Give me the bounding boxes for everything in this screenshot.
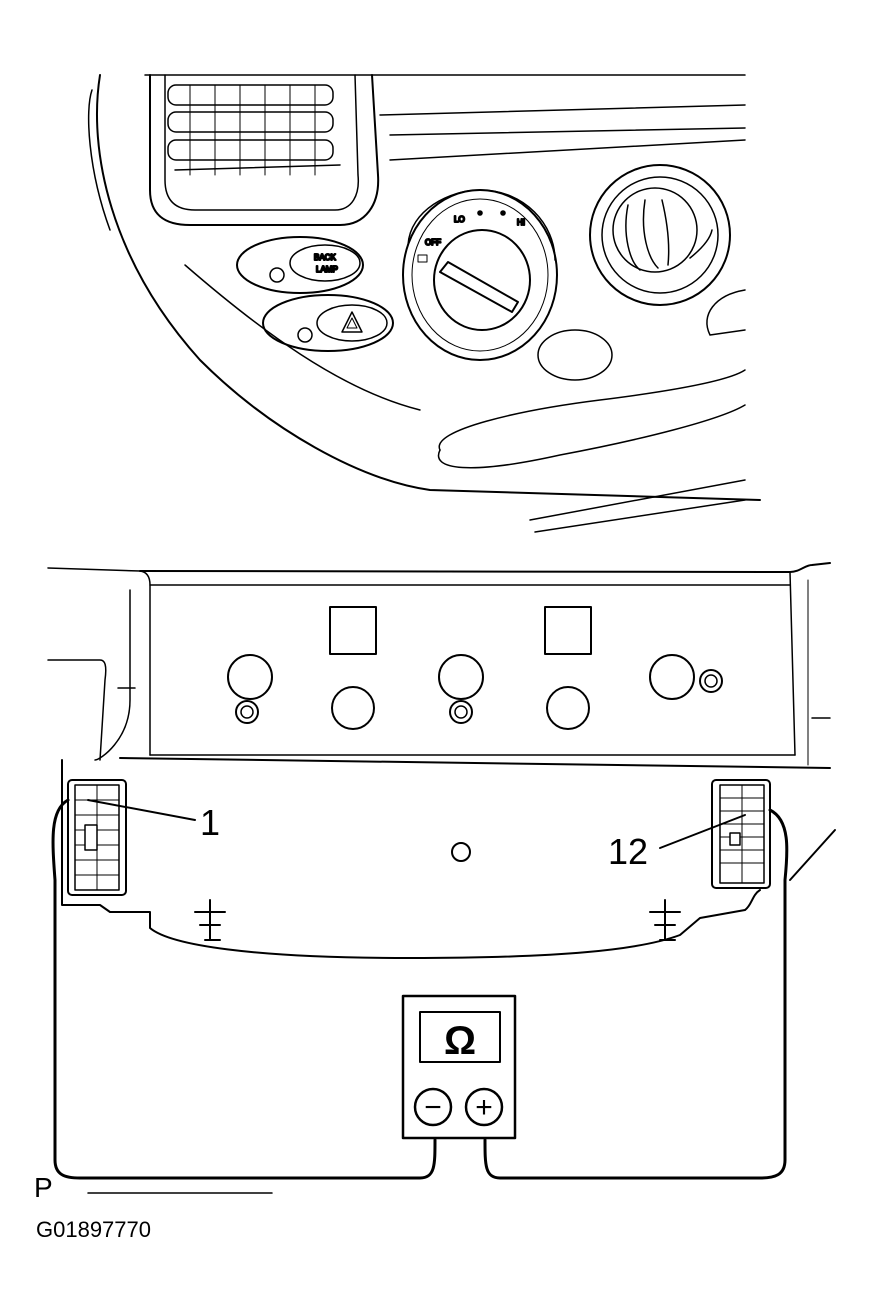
right-connector — [712, 780, 770, 888]
pin-1-leader — [88, 800, 195, 820]
ohmmeter — [403, 996, 515, 1138]
switch-panel-rear — [48, 563, 835, 958]
figure-id: G01897770 — [36, 1217, 151, 1242]
oval-button — [538, 330, 612, 380]
minus-sign: − — [424, 1091, 442, 1124]
minus-terminal — [415, 1089, 451, 1125]
round-control-knob — [590, 165, 730, 305]
negative-lead — [53, 800, 435, 1178]
callout-pin-12: 12 — [608, 831, 648, 872]
left-connector — [68, 780, 126, 895]
knob-off-label: OFF — [425, 238, 441, 247]
positive-lead — [485, 810, 787, 1178]
callout-pin-1: 1 — [200, 802, 220, 843]
hazard-icon — [342, 312, 362, 332]
ohm-symbol: Ω — [444, 1019, 476, 1063]
back-lamp-label-2: LAMP — [316, 265, 338, 274]
back-lamp-label-1: BACK — [314, 253, 336, 262]
knob-lo-label: LO — [454, 215, 465, 224]
dash-panel-illustration: BACK LAMP LO HI — [89, 75, 760, 532]
light-control-knob — [403, 190, 557, 360]
air-vent — [150, 75, 378, 225]
plus-terminal — [466, 1089, 502, 1125]
corner-letter: P — [34, 1172, 53, 1203]
back-lamp-switch — [237, 237, 363, 293]
pin-12-leader — [660, 815, 745, 848]
hazard-switch — [263, 295, 393, 351]
knob-hi-label: HI — [517, 218, 525, 227]
plus-sign: + — [475, 1091, 493, 1124]
